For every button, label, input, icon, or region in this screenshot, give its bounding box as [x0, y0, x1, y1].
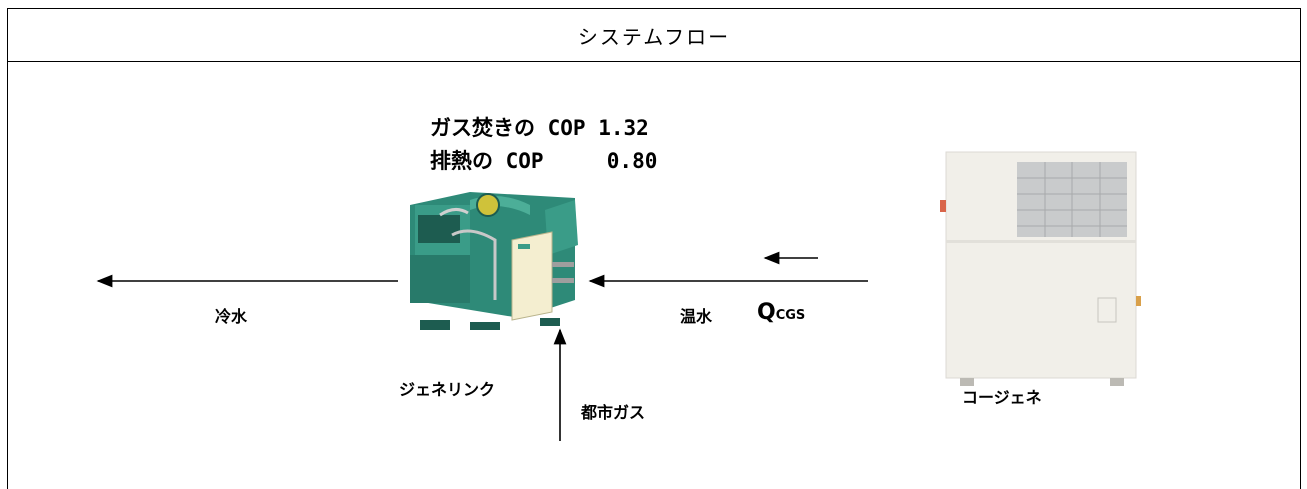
hot-water-label: 温水: [680, 307, 713, 326]
city-gas-label: 都市ガス: [581, 403, 646, 422]
q-subscript: CGS: [775, 308, 806, 323]
diagram-title: システムフロー: [8, 9, 1300, 62]
cop-exhaust-line: 排熱の COP 0.80: [430, 149, 658, 173]
cogeneration-label: コージェネ: [962, 388, 1042, 407]
q-cgs-label: QCGS: [757, 300, 805, 325]
system-flow-frame: システムフロー: [7, 8, 1301, 489]
absorber-label: ジェネリンク: [399, 380, 496, 399]
cop-gas-line: ガス焚きの COP 1.32: [430, 116, 649, 140]
chilled-water-label: 冷水: [215, 307, 248, 326]
q-symbol: Q: [757, 300, 776, 325]
cogeneration-unit-image: [940, 151, 1141, 386]
absorption-chiller-image: [410, 192, 578, 330]
